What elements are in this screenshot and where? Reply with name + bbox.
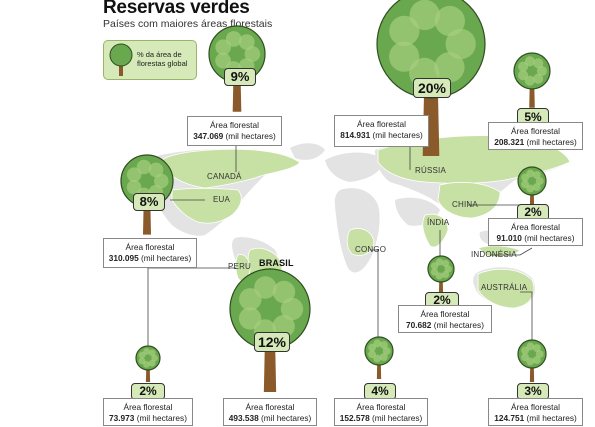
- pct-badge-canada: 9%: [224, 68, 256, 86]
- tree-icon: [517, 166, 547, 210]
- page-title: Reservas verdes: [103, 0, 250, 18]
- legend: % da área de florestas global: [103, 40, 197, 80]
- tree-icon: [517, 339, 547, 383]
- pct-badge-indonesia: 2%: [517, 204, 549, 221]
- pct-badge-russia: 20%: [413, 78, 451, 98]
- label-china: CHINA: [452, 200, 478, 209]
- legend-label-line1: % da área de: [137, 50, 182, 59]
- pct-badge-eua: 8%: [133, 193, 165, 211]
- area-label: Área florestal: [123, 402, 173, 412]
- usa-shape: [171, 188, 242, 224]
- label-canada: CANADÁ: [207, 172, 242, 181]
- label-peru: PERU: [228, 262, 252, 271]
- area-label: Área florestal: [125, 242, 175, 252]
- area-label: Área florestal: [357, 119, 406, 129]
- label-indonesia: INDONÉSIA: [471, 250, 517, 259]
- label-congo: CONGO: [355, 245, 387, 254]
- area-label: Área florestal: [420, 309, 470, 319]
- congo-shape: [346, 228, 375, 256]
- australia-shape: [477, 268, 535, 309]
- pct-badge-congo: 4%: [364, 383, 396, 400]
- pct-badge-brasil: 12%: [254, 332, 290, 352]
- tree-icon: [135, 345, 161, 383]
- label-russia: RÚSSIA: [415, 166, 446, 175]
- tree-icon: [109, 43, 133, 76]
- label-australia: AUSTRÁLIA: [481, 283, 528, 292]
- area-value: 70.682 (mil hectares): [406, 319, 484, 330]
- area-value: 310.095 (mil hectares): [108, 252, 192, 263]
- area-label: Área florestal: [511, 402, 560, 412]
- tree-icon: [427, 255, 455, 296]
- area-value: 152.578 (mil hectares): [339, 412, 423, 423]
- area-value: 208.321 (mil hectares): [494, 136, 577, 147]
- china-shape: [437, 181, 501, 219]
- area-value: 814.931 (mil hectares): [340, 129, 423, 140]
- pct-badge-peru: 2%: [131, 383, 165, 400]
- highlighted-countries: [161, 135, 571, 309]
- label-india: ÍNDIA: [427, 218, 450, 227]
- label-eua: EUA: [213, 195, 231, 204]
- canada-shape: [161, 148, 301, 189]
- area-value: 347.069 (mil hectares): [193, 130, 276, 141]
- area-label: Área florestal: [511, 126, 560, 136]
- area-value: 73.973 (mil hectares): [109, 412, 187, 423]
- area-value: 91.010 (mil hectares): [496, 232, 575, 243]
- area-label: Área florestal: [511, 222, 560, 232]
- area-value: 124.751 (mil hectares): [494, 412, 577, 423]
- area-value: 493.538 (mil hectares): [228, 412, 312, 423]
- tree-icon: [513, 52, 551, 108]
- pct-badge-india: 2%: [425, 292, 459, 309]
- label-brasil: BRASIL: [259, 258, 294, 268]
- area-label: Área florestal: [356, 402, 406, 412]
- legend-label-line2: florestas global: [137, 59, 188, 68]
- tree-icon: [364, 336, 394, 380]
- leader-lines: [147, 145, 533, 358]
- area-label: Área florestal: [210, 120, 259, 130]
- area-label: Área florestal: [245, 402, 295, 412]
- tree-icon: [229, 268, 311, 392]
